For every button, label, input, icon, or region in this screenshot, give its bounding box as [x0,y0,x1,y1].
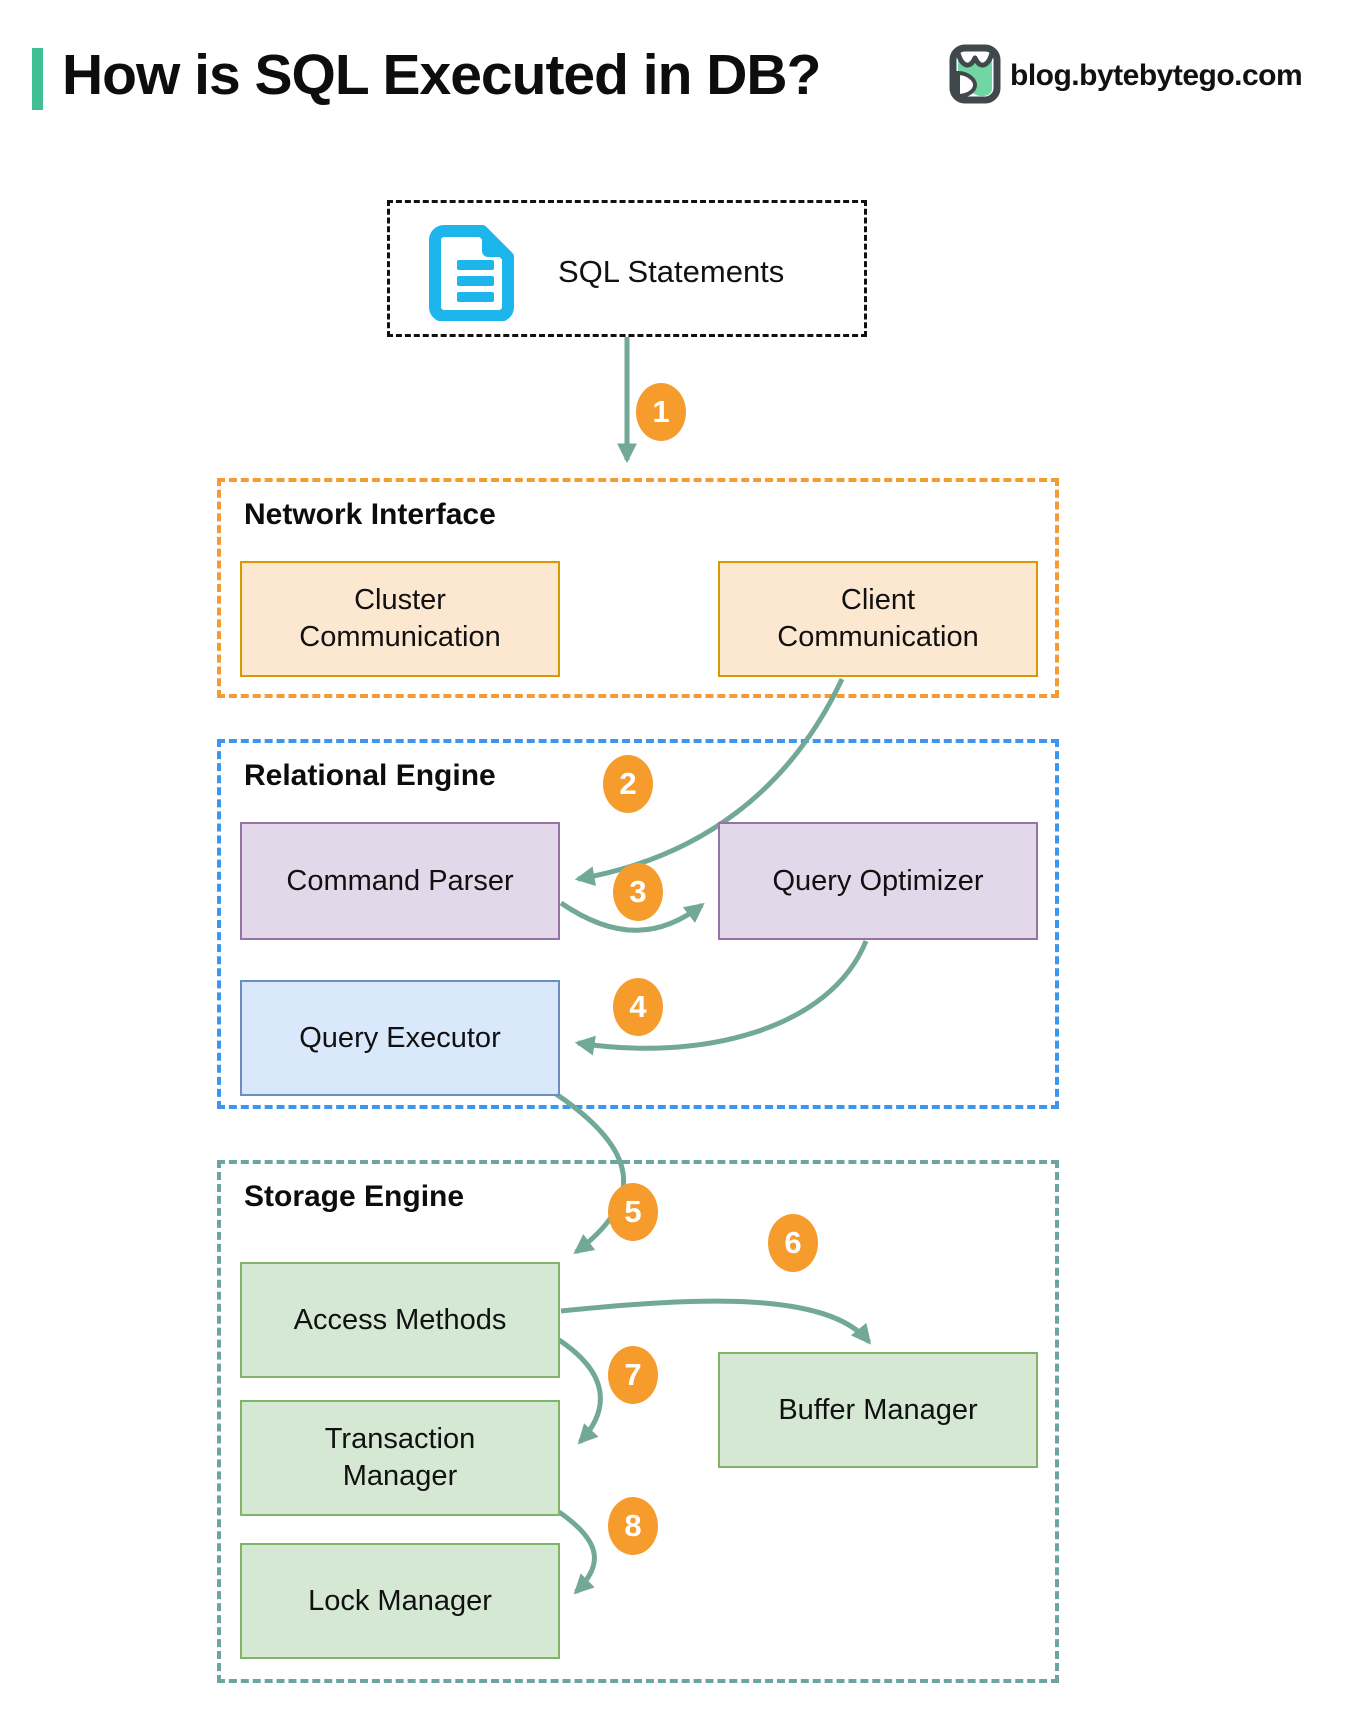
step-badge-5: 5 [608,1183,658,1241]
box-command-parser: Command Parser [240,822,560,940]
step-badge-2: 2 [603,755,653,813]
box-access-methods: Access Methods [240,1262,560,1378]
box-lock-manager: Lock Manager [240,1543,560,1659]
bytebytego-owl-logo-icon [948,43,1002,110]
accent-bar [32,48,43,110]
box-transaction-manager: Transaction Manager [240,1400,560,1516]
box-query-executor: Query Executor [240,980,560,1096]
step-badge-8: 8 [608,1497,658,1555]
step-badge-4: 4 [613,978,663,1036]
box-buffer-manager: Buffer Manager [718,1352,1038,1468]
brand: blog.bytebytego.com [948,44,1348,108]
sql-statements-box: SQL Statements [387,200,867,337]
box-query-optimizer: Query Optimizer [718,822,1038,940]
sql-statements-label: SQL Statements [558,253,785,289]
box-client-communication: Client Communication [718,561,1038,677]
step-badge-3: 3 [613,863,663,921]
page-title: How is SQL Executed in DB? [62,43,821,107]
step-badge-6: 6 [768,1214,818,1272]
step-badge-7: 7 [608,1346,658,1404]
brand-site-text: blog.bytebytego.com [1010,59,1303,92]
box-cluster-communication: Cluster Communication [240,561,560,677]
document-icon [428,224,522,326]
section-storage-engine: Storage Engine [217,1160,1059,1683]
section-title-storage-engine: Storage Engine [244,1180,465,1213]
section-title-relational-engine: Relational Engine [244,759,496,792]
step-badge-1: 1 [636,383,686,441]
section-title-network-interface: Network Interface [244,498,496,531]
